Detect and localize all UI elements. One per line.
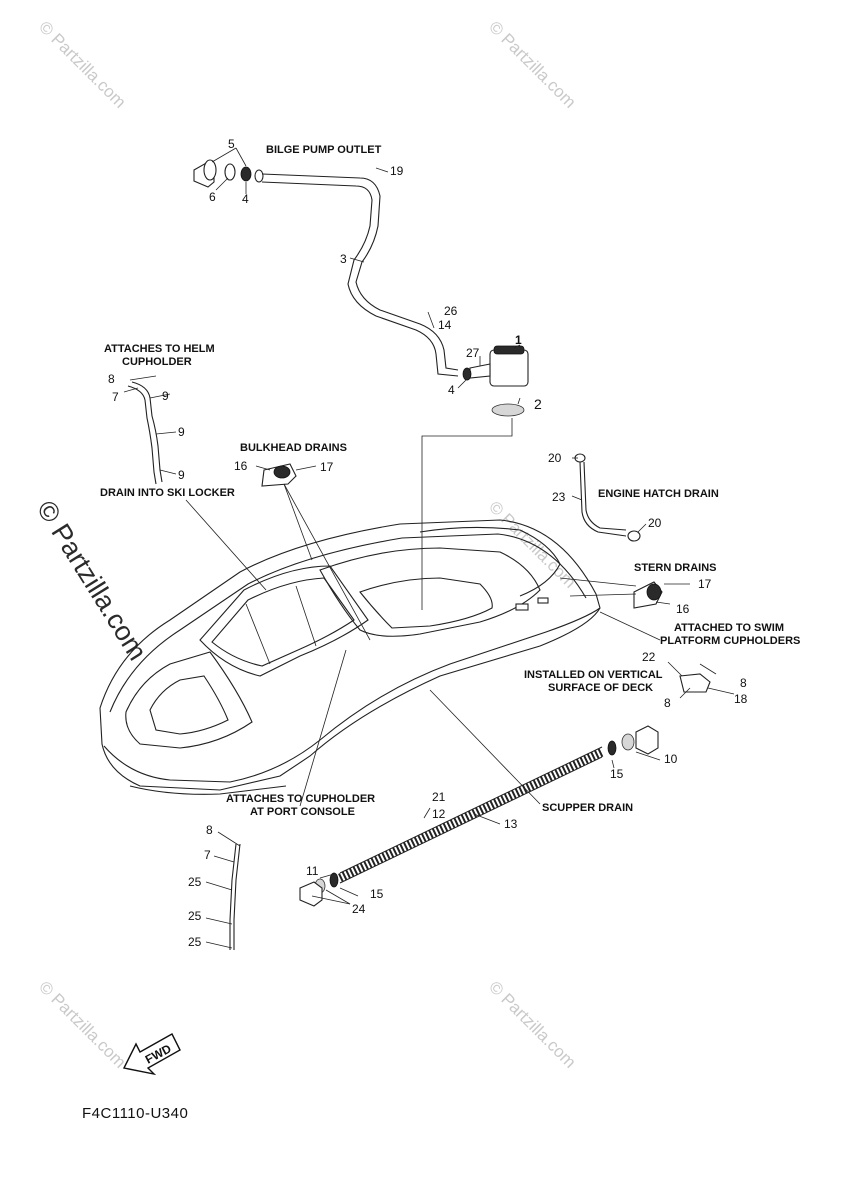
helm-cupholder-drain — [123, 375, 177, 485]
watermark-top-right: © Partzilla.com — [485, 17, 579, 111]
caption-engine-hatch-drain: ENGINE HATCH DRAIN — [598, 488, 719, 500]
scupper-drain-assembly — [299, 689, 661, 907]
bilge-pump-cap — [493, 345, 525, 355]
caption-attaches-helm-2: CUPHOLDER — [122, 356, 192, 368]
scupper-outlet-fitting — [635, 725, 659, 755]
caption-scupper-drain: SCUPPER DRAIN — [542, 802, 633, 814]
part-number-16-bulkhead: 16 — [234, 459, 248, 473]
bilge-pump-outlet-nozzle — [469, 363, 491, 379]
part-number-16-stern: 16 — [676, 602, 690, 616]
part-number-7-helm: 7 — [112, 390, 119, 404]
port-console-cupholder-drain — [205, 649, 347, 950]
main-cockpit — [319, 547, 541, 637]
part-number-15-rear: 15 — [610, 767, 624, 781]
bow-cockpit — [125, 651, 253, 749]
part-number-22: 22 — [642, 650, 656, 664]
part-number-19: 19 — [390, 164, 404, 178]
bilge-pump-outlet-assembly — [193, 147, 529, 610]
part-number-1: 1 — [515, 333, 522, 347]
part-number-20-upper: 20 — [548, 451, 562, 465]
caption-attaches-port-2: AT PORT CONSOLE — [250, 806, 355, 818]
part-number-21: 21 — [432, 790, 446, 804]
hull-outline — [99, 519, 601, 791]
bulkhead-drain-fittings — [255, 463, 371, 641]
caption-bilge-pump-outlet: BILGE PUMP OUTLET — [266, 144, 382, 156]
outlet-nut — [240, 166, 252, 182]
part-number-7-port: 7 — [204, 848, 211, 862]
part-number-10: 10 — [664, 752, 678, 766]
scupper-drain-hose — [338, 747, 604, 883]
part-number-20-lower: 20 — [648, 516, 662, 530]
part-number-6: 6 — [209, 190, 216, 204]
part-number-5: 5 — [228, 137, 235, 151]
helm-drain-hose — [131, 381, 163, 483]
outlet-fitting-flange — [203, 159, 217, 181]
stern-deck — [419, 526, 561, 597]
bilge-hose-upper — [261, 173, 459, 371]
captions: BILGE PUMP OUTLET ATTACHES TO HELM CUPHO… — [100, 144, 800, 818]
part-number-4-pump: 4 — [448, 383, 455, 397]
outlet-clamp — [254, 169, 264, 183]
caption-drain-ski-locker: DRAIN INTO SKI LOCKER — [100, 487, 235, 499]
part-number-12: 12 — [432, 807, 446, 821]
engine-hatch-drain-hose — [579, 461, 627, 537]
part-number-26: 26 — [444, 304, 458, 318]
bilge-pump-clamp — [462, 367, 472, 381]
stern-drain-fittings — [559, 577, 690, 609]
part-number-11: 11 — [306, 864, 319, 878]
caption-installed-vertical-1: INSTALLED ON VERTICAL — [524, 669, 663, 681]
watermark-bottom-right: © Partzilla.com — [485, 977, 579, 1071]
swim-platform-drain-fitting — [679, 673, 711, 693]
part-number-8-swim-b: 8 — [664, 696, 671, 710]
part-number-25-c: 25 — [188, 935, 202, 949]
caption-bulkhead-drains: BULKHEAD DRAINS — [240, 442, 347, 454]
part-number-9-c: 9 — [178, 468, 185, 482]
part-number-23: 23 — [552, 490, 566, 504]
windshield — [199, 565, 369, 677]
part-number-27: 27 — [466, 346, 480, 360]
bilge-pump — [489, 349, 529, 387]
caption-installed-vertical-2: SURFACE OF DECK — [548, 682, 653, 694]
part-number-4: 4 — [242, 192, 249, 206]
outlet-washer — [224, 163, 236, 181]
part-number-8-port: 8 — [206, 823, 213, 837]
part-number-9-a: 9 — [162, 389, 169, 403]
watermark-vertical: © Partzilla.com — [31, 495, 153, 665]
part-number-25-a: 25 — [188, 875, 202, 889]
part-number-25-b: 25 — [188, 909, 202, 923]
caption-attaches-port-1: ATTACHES TO CUPHOLDER — [226, 793, 375, 805]
swim-platform-cupholder-drain — [599, 611, 735, 699]
part-number-24: 24 — [352, 902, 366, 916]
boat-hull — [99, 519, 601, 795]
part-number-17-stern: 17 — [698, 577, 712, 591]
caption-stern-drains: STERN DRAINS — [634, 562, 717, 574]
caption-attached-swim-2: PLATFORM CUPHOLDERS — [660, 635, 800, 647]
part-number-9-b: 9 — [178, 425, 185, 439]
fwd-arrow-icon — [122, 1033, 181, 1076]
part-number-15-front: 15 — [370, 887, 384, 901]
caption-attaches-helm-1: ATTACHES TO HELM — [104, 343, 215, 355]
caption-attached-swim-1: ATTACHED TO SWIM — [674, 622, 784, 634]
part-number-13: 13 — [504, 817, 518, 831]
scupper-inlet-fitting — [299, 881, 323, 907]
part-number-8-helm: 8 — [108, 372, 115, 386]
port-console-drain-hose — [233, 843, 241, 950]
watermark-top-left: © Partzilla.com — [35, 17, 129, 111]
bilge-pump-base — [491, 403, 525, 417]
part-number-14: 14 — [438, 318, 452, 332]
engine-hatch-drain — [571, 453, 647, 542]
part-number-17-bulkhead: 17 — [320, 460, 334, 474]
part-number-8-swim-a: 8 — [740, 676, 747, 690]
diagram-code: F4C1110-U340 — [82, 1105, 188, 1122]
part-number-18: 18 — [734, 692, 748, 706]
part-number-2: 2 — [534, 396, 542, 412]
part-numbers: 5 6 4 19 3 26 14 1 27 4 2 8 7 9 9 9 16 1… — [108, 137, 748, 949]
bilge-hose-lower — [261, 181, 459, 377]
fwd-arrow: FWD — [122, 1033, 181, 1076]
part-number-3: 3 — [340, 252, 347, 266]
watermark-bottom-left: © Partzilla.com — [35, 977, 129, 1071]
